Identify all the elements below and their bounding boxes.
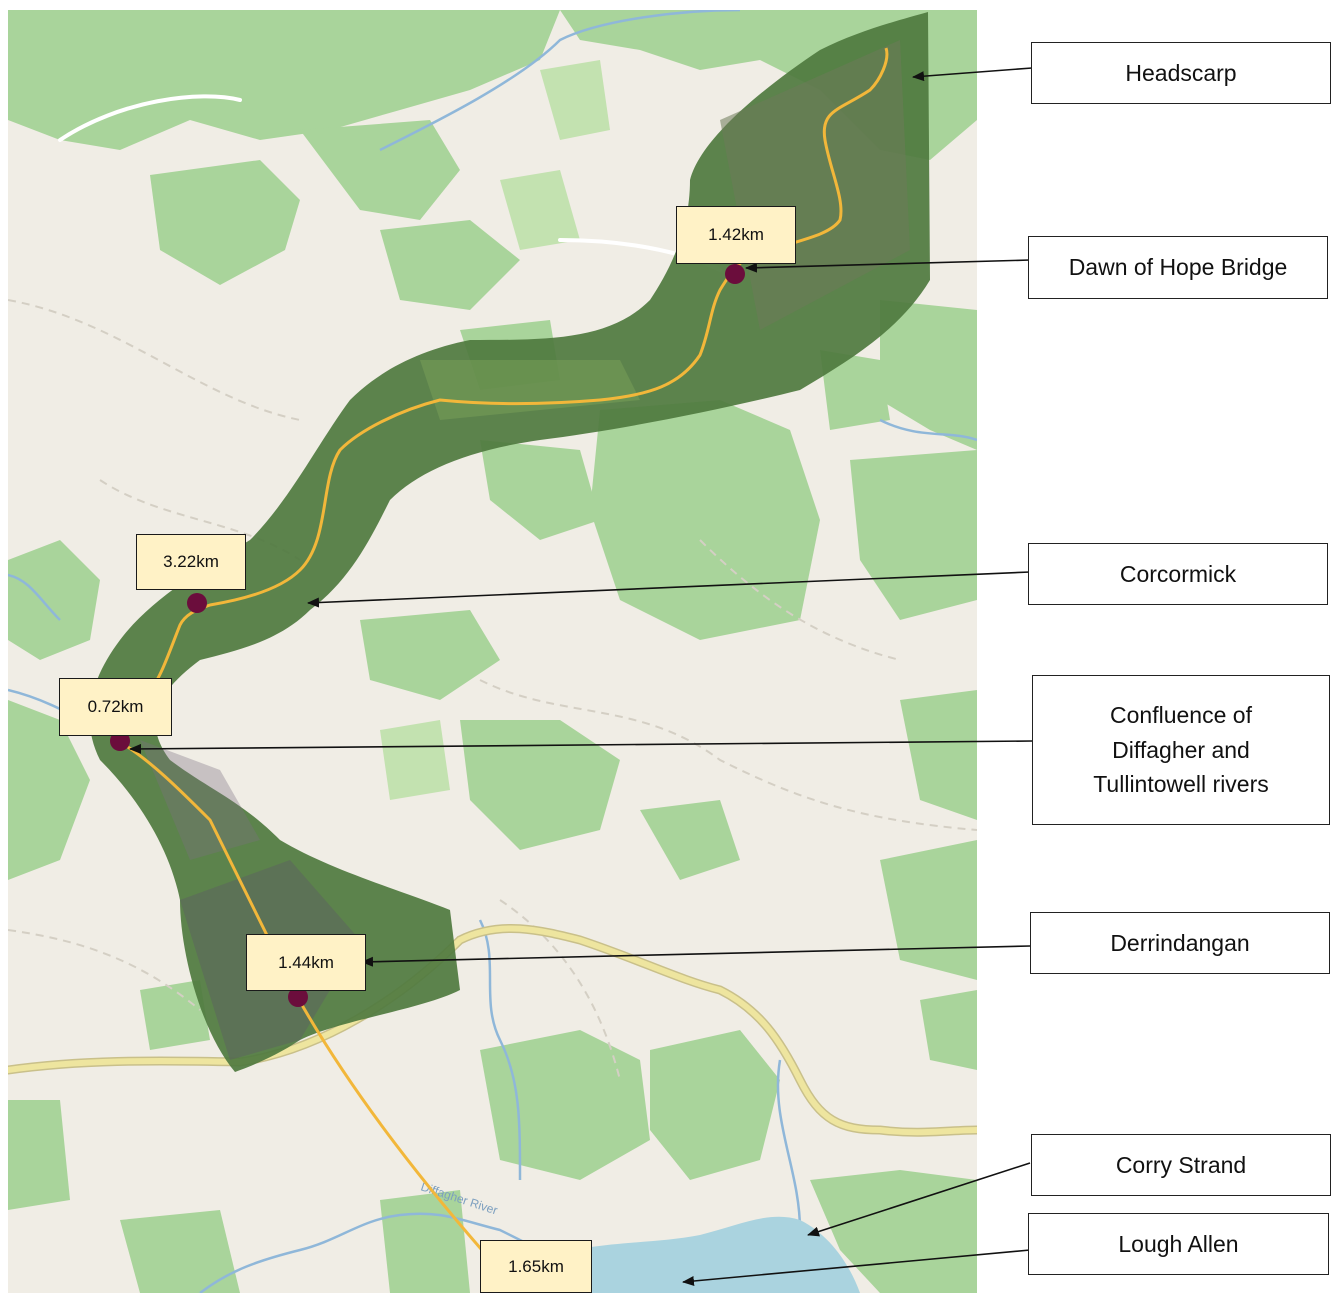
distance-label: 3.22km [136,534,246,590]
minor-road [58,94,242,142]
place-name-line: Confluence of [1110,702,1252,729]
river [879,418,977,442]
arrow-corcormick [307,571,1031,608]
place-box-headscarp: Headscarp [1031,42,1331,104]
woodland-area [820,350,890,430]
place-name: Lough Allen [1118,1227,1238,1262]
woodland-area [850,450,977,620]
woodland-area [640,800,740,880]
place-name: Headscarp [1125,56,1236,91]
track [8,299,301,421]
woodland-area [300,120,460,220]
woodland-area [460,720,620,850]
woodland-area [8,1100,70,1210]
light-fields [380,60,610,800]
arrow-derrindangan [361,945,1031,967]
marker-dawn-of-hope-bridge[interactable] [725,264,745,284]
field-area [380,720,450,800]
river [199,1212,561,1293]
distance-label: 1.65km [480,1240,592,1293]
woodland-area [920,990,977,1070]
imagery-texture [420,360,640,420]
arrow-dawn-of-hope-bridge [745,259,1031,273]
place-name-line: Tullintowell rivers [1093,771,1269,798]
field-area [540,60,610,140]
river [8,573,61,621]
woodland-area [880,300,977,450]
place-name-line: Lough Allen [1118,1230,1239,1257]
woodland-area [120,1210,240,1293]
callout-arrows [129,67,1033,1286]
marker-corcormick[interactable] [187,593,207,613]
track [699,539,901,661]
arrow-lough-allen [682,1249,1031,1286]
track [479,679,977,831]
distance-label: 0.72km [59,678,172,736]
woodland-area [380,220,520,310]
woodland-area [380,1190,470,1293]
marker-derrindangan[interactable] [288,987,308,1007]
woodland-area [480,1030,650,1180]
woodland-area [880,840,977,980]
route-line [117,47,889,1266]
field-area [500,170,580,250]
woodland-area [590,400,820,640]
river [379,10,741,152]
place-box-derrindangan: Derrindangan [1030,912,1330,974]
place-name-line: Corry Strand [1115,1151,1247,1178]
river [776,1059,802,1231]
woodland-area [150,160,300,285]
arrow-headscarp [912,67,1033,82]
place-name: Corry Strand [1116,1148,1246,1183]
place-name-line: Derrindangan [1110,929,1250,956]
woodland-area [480,440,600,540]
imagery-texture [140,740,260,860]
woodland-area [8,540,100,660]
track [8,929,201,1011]
woodland-area [8,700,90,880]
place-name-line: Diffagher and [1112,736,1250,763]
woodland-area [8,10,560,150]
place-box-lough-allen: Lough Allen [1028,1213,1329,1275]
place-name-line: Dawn of Hope Bridge [1068,254,1288,281]
arrow-confluence [129,740,1033,754]
base-map: Diffagher River [8,10,977,1293]
place-name: Dawn of Hope Bridge [1069,250,1288,285]
marker-confluence[interactable] [110,731,130,751]
place-name-line: Corcormick [1119,560,1237,587]
woodland-area [900,690,977,820]
distance-label: 1.44km [246,934,366,991]
place-box-corcormick: Corcormick [1028,543,1328,605]
distance-label: 1.42km [676,206,796,264]
woodland-area [650,1030,780,1180]
place-name: Corcormick [1120,557,1236,592]
woodland-area [140,980,210,1050]
place-box-corry-strand: Corry Strand [1031,1134,1331,1196]
imagery-overlay [89,12,930,1072]
place-box-dawn-of-hope-bridge: Dawn of Hope Bridge [1028,236,1328,299]
place-name: Derrindangan [1110,926,1249,961]
woodland-area [360,610,500,700]
woodland-area [810,1170,977,1293]
arrow-corry-strand [807,1162,1031,1237]
place-name-line: Headscarp [1125,59,1237,86]
